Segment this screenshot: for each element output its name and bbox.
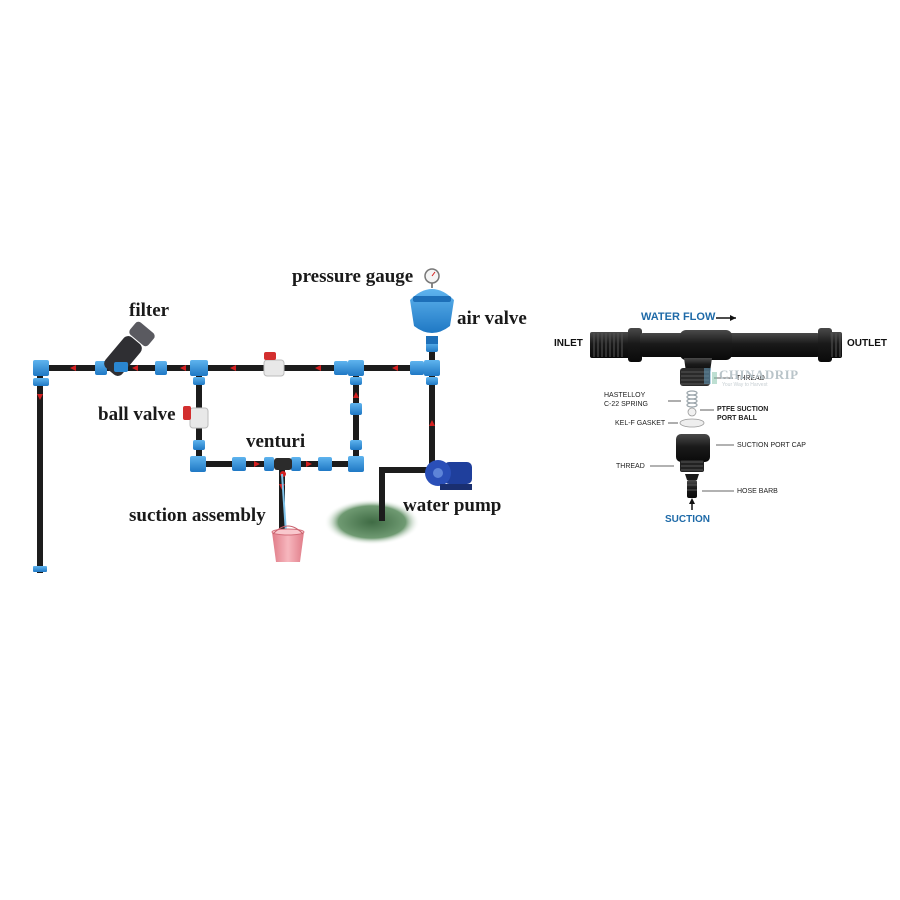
label-pressure-gauge: pressure gauge: [292, 266, 414, 287]
label-thread-top: THREAD: [736, 375, 765, 382]
label-thread-bottom: THREAD: [616, 463, 645, 470]
ptfe-ball-icon: [687, 407, 697, 417]
gasket-icon: [679, 418, 705, 428]
label-filter: filter: [129, 300, 170, 321]
label-inlet: INLET: [554, 338, 583, 349]
label-water-flow: WATER FLOW: [641, 311, 716, 323]
label-outlet: OUTLET: [847, 338, 887, 349]
label-ptfe-port-ball: PTFE SUCTION PORT BALL: [717, 406, 769, 422]
grass-patch: [324, 499, 420, 545]
air-valve-icon: [410, 289, 454, 344]
watermark-subtext: Your Way to Harvest: [722, 382, 768, 388]
label-suction-port-cap: SUCTION PORT CAP: [737, 442, 806, 449]
watermark-text: CHINADRIP: [719, 367, 799, 382]
label-venturi: venturi: [246, 431, 306, 452]
label-air-valve: air valve: [457, 308, 527, 329]
flow-arrows: [37, 365, 435, 490]
filter-icon: [104, 321, 155, 376]
ball-valve-icon: [183, 352, 285, 429]
injector-body: [590, 328, 842, 386]
pipe-fittings: [33, 342, 440, 572]
spring-icon: [686, 390, 698, 408]
irrigation-system-diagram: [33, 268, 472, 573]
bucket-icon: [271, 525, 305, 562]
watermark-logo: [704, 368, 717, 384]
venturi-injector-cutaway: [590, 315, 842, 510]
suction-tube: [281, 473, 287, 534]
label-water-pump: water pump: [403, 495, 502, 516]
label-suction: SUCTION: [665, 514, 710, 525]
label-hose-barb: HOSE BARB: [737, 488, 778, 495]
label-kel-f-gasket: KEL-F GASKET: [615, 420, 666, 427]
label-ball-valve: ball valve: [98, 404, 176, 425]
label-suction-assembly: suction assembly: [129, 505, 266, 526]
label-hastelloy-spring: HASTELLOY C-22 SPRING: [604, 392, 648, 408]
callout-leaders: [650, 377, 734, 492]
suction-port-cap: [676, 434, 710, 498]
pressure-gauge-icon: [424, 268, 440, 288]
water-pump-icon: [425, 460, 472, 490]
